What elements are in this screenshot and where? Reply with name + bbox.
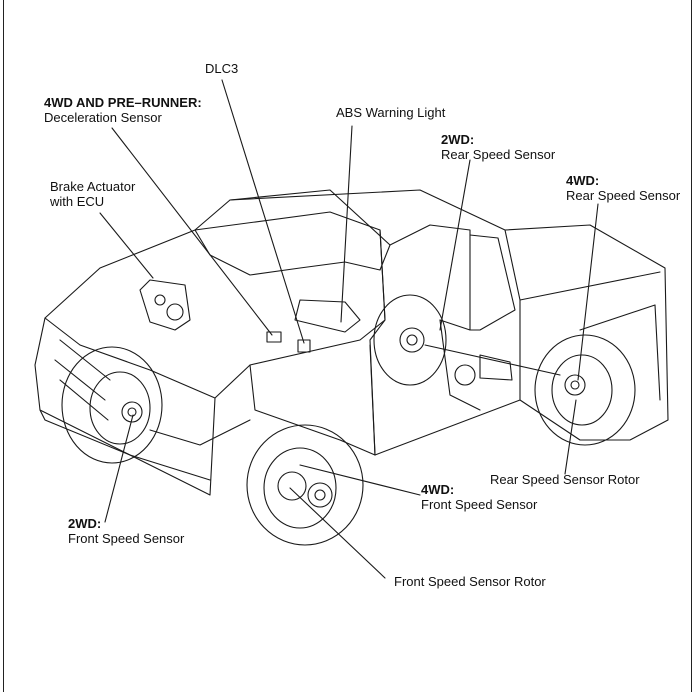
label-rear-speed-sensor-4wd: 4WD: Rear Speed Sensor xyxy=(566,173,680,203)
page-frame xyxy=(3,0,692,692)
dlc3-connector-icon xyxy=(297,339,311,353)
label-front-speed-sensor-4wd: 4WD: Front Speed Sensor xyxy=(421,482,537,512)
label-rear-4wd-heading: 4WD: xyxy=(566,173,600,188)
rear-left-wheel xyxy=(373,294,447,386)
label-brake-actuator-line1: Brake Actuator xyxy=(50,179,136,194)
label-brake-actuator-line2: with ECU xyxy=(50,194,105,209)
label-dlc3: DLC3 xyxy=(205,61,239,76)
rear-right-wheel xyxy=(534,334,636,446)
label-rear-2wd-heading: 2WD: xyxy=(441,132,475,147)
brake-actuator-icon xyxy=(139,279,191,331)
label-abs-warning-light: ABS Warning Light xyxy=(336,105,446,120)
front-right-wheel xyxy=(246,424,364,546)
label-rear-4wd-text: Rear Speed Sensor xyxy=(566,188,681,203)
label-front-4wd-heading: 4WD: xyxy=(421,482,455,497)
label-front-4wd-text: Front Speed Sensor xyxy=(421,497,538,512)
label-rear-speed-sensor-rotor: Rear Speed Sensor Rotor xyxy=(490,472,640,487)
label-deceleration-sensor-heading: 4WD AND PRE–RUNNER: xyxy=(44,95,202,110)
truck-body xyxy=(34,189,669,496)
label-deceleration-sensor-text: Deceleration Sensor xyxy=(44,110,162,125)
label-rear-speed-sensor-2wd: 2WD: Rear Speed Sensor xyxy=(441,132,555,162)
label-front-speed-sensor-2wd: 2WD: Front Speed Sensor xyxy=(68,516,184,546)
label-front-2wd-text: Front Speed Sensor xyxy=(68,531,185,546)
rear-axle xyxy=(424,344,561,386)
label-brake-actuator: Brake Actuator with ECU xyxy=(50,179,135,209)
deceleration-sensor-icon xyxy=(266,331,282,343)
label-front-speed-sensor-rotor: Front Speed Sensor Rotor xyxy=(394,574,546,589)
front-left-wheel xyxy=(61,346,163,464)
label-rear-2wd-text: Rear Speed Sensor xyxy=(441,147,556,162)
label-front-2wd-heading: 2WD: xyxy=(68,516,102,531)
leader-lines xyxy=(99,79,599,579)
label-deceleration-sensor: 4WD AND PRE–RUNNER: Deceleration Sensor xyxy=(44,95,202,125)
